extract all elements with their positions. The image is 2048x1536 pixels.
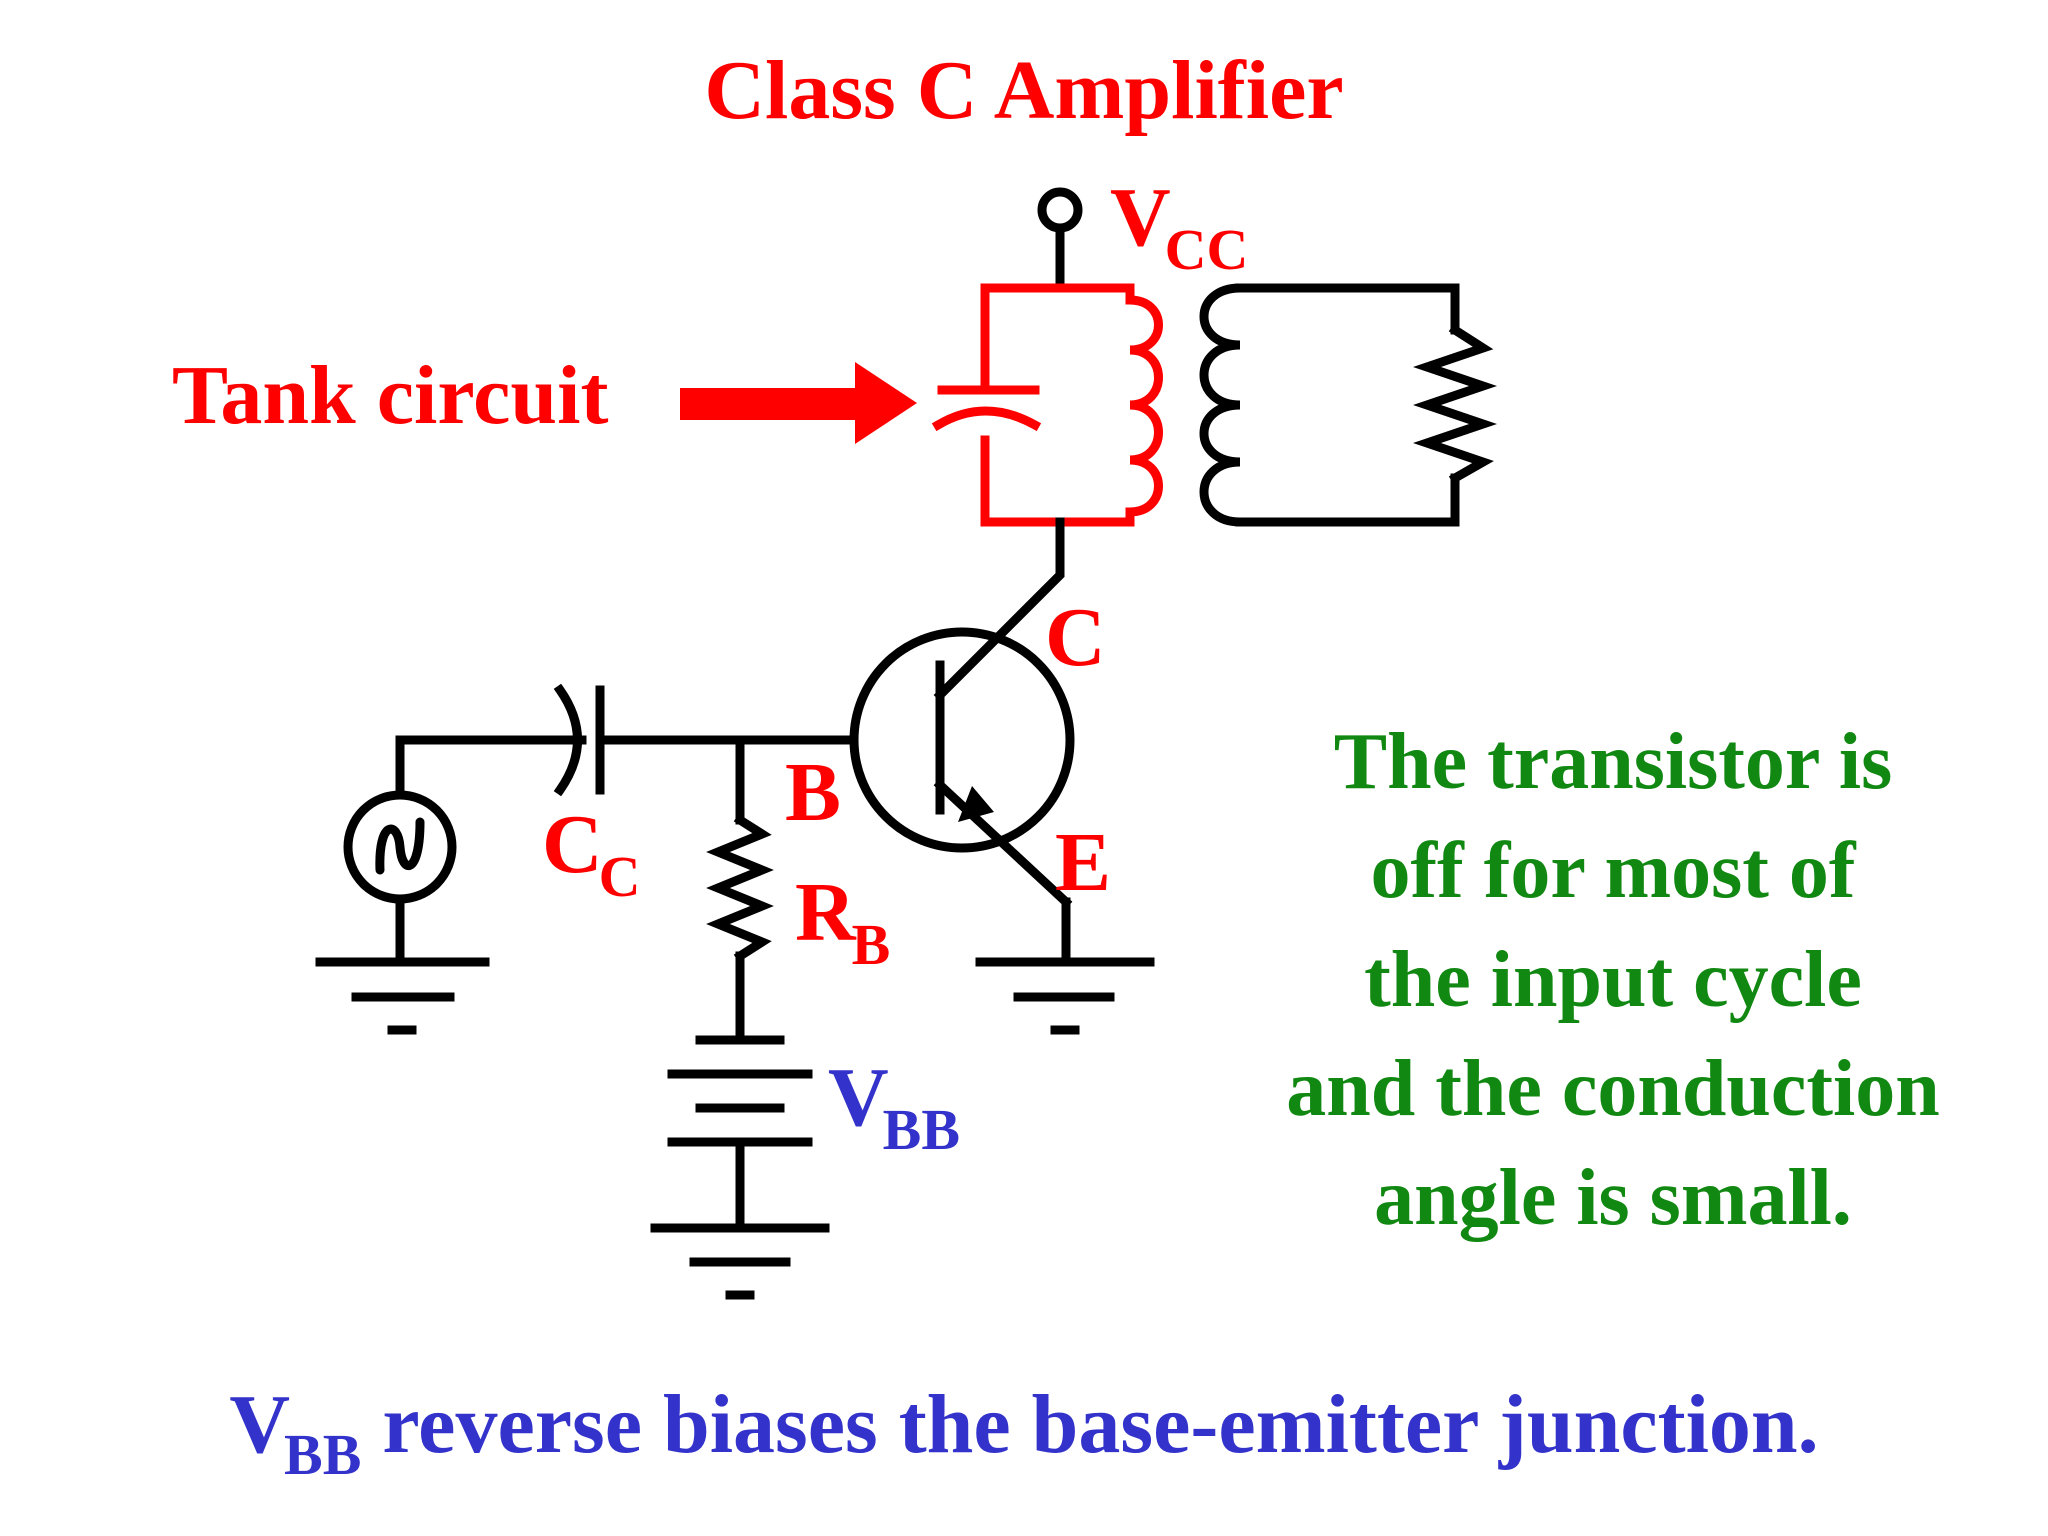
base-label: B xyxy=(785,746,841,839)
coupling-capacitor-label: CC xyxy=(542,798,641,909)
load-resistor-symbol xyxy=(1412,323,1498,485)
base-resistor-symbol xyxy=(706,813,774,963)
coupling-capacitor-symbol xyxy=(395,683,605,797)
emitter-label: E xyxy=(1055,816,1111,909)
collector-label: C xyxy=(1045,591,1106,684)
note-line: The transistor is xyxy=(1334,718,1893,806)
note-line: off for most of xyxy=(1370,827,1856,915)
tank-inductor-symbol xyxy=(1125,283,1163,527)
transistor-note: The transistor is off for most of the in… xyxy=(1286,718,1939,1242)
output-transformer-secondary xyxy=(1199,283,1498,527)
note-line: and the conduction xyxy=(1286,1045,1939,1133)
emitter-arrow-icon xyxy=(958,786,994,822)
tank-circuit-label: Tank circuit xyxy=(172,349,608,442)
note-line: the input cycle xyxy=(1364,936,1862,1024)
ac-source xyxy=(343,735,457,965)
vcc-terminal xyxy=(1037,187,1083,293)
vbb-label: VBB xyxy=(828,1051,960,1162)
vcc-label: VCC xyxy=(1110,171,1248,282)
tank-capacitor-symbol xyxy=(931,385,1042,432)
tank-circuit xyxy=(931,283,1163,527)
battery-ground-icon xyxy=(650,1223,830,1300)
page-title: Class C Amplifier xyxy=(704,44,1343,137)
base-resistor-label: RB xyxy=(795,866,890,977)
vbb-battery-symbol xyxy=(667,1035,813,1230)
sine-wave-icon xyxy=(375,817,425,875)
bottom-caption: VBB reverse biases the base-emitter junc… xyxy=(229,1378,1818,1487)
tank-arrow-icon xyxy=(680,362,917,444)
source-ground-icon xyxy=(315,957,490,1035)
emitter-ground-icon xyxy=(975,957,1155,1035)
note-line: angle is small. xyxy=(1374,1154,1852,1242)
